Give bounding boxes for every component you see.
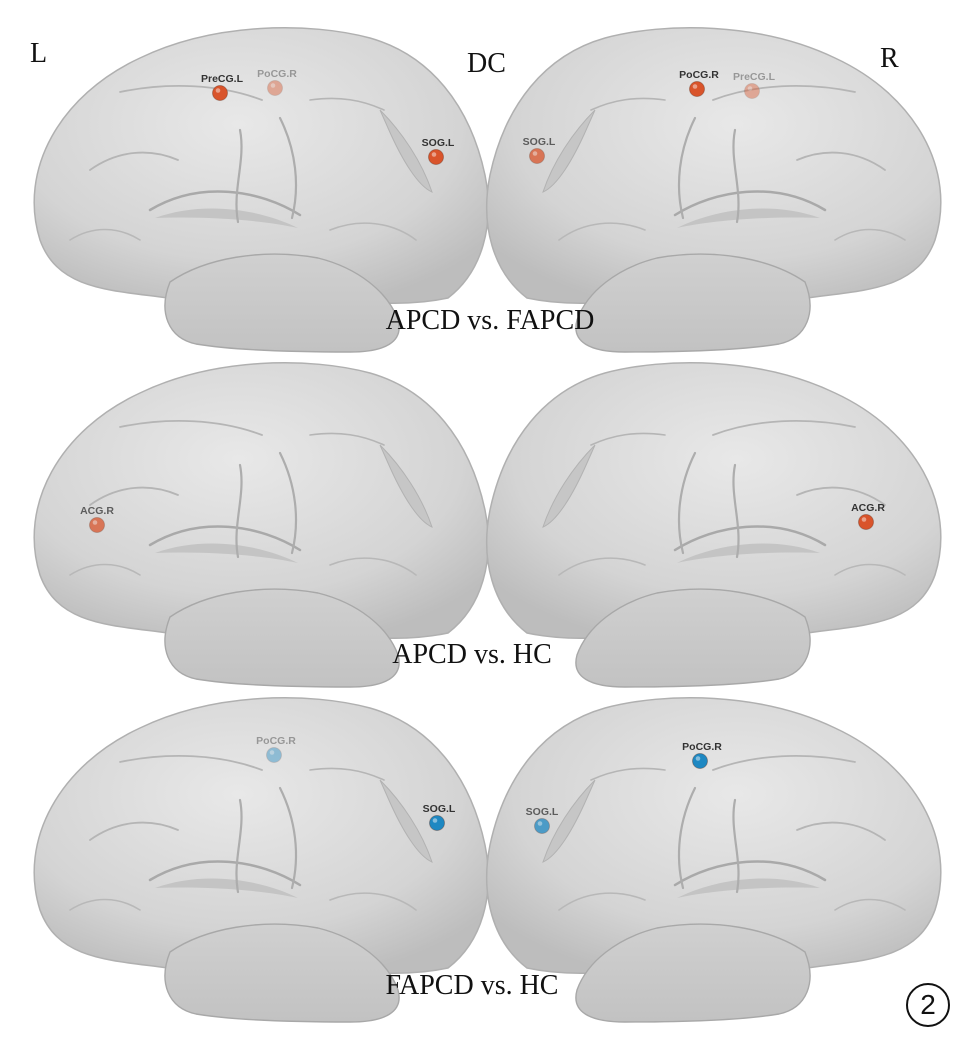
node-marker: [744, 83, 760, 99]
node-label: ACG.R: [80, 505, 114, 517]
node-highlight: [532, 151, 538, 156]
node-highlight: [861, 517, 867, 522]
figure-number-badge: 2: [906, 983, 950, 1027]
node-highlight: [215, 88, 221, 93]
node-marker: [267, 80, 283, 96]
node-highlight: [92, 520, 98, 525]
node-label: PreCG.L: [733, 71, 776, 83]
node-label: SOG.L: [423, 803, 456, 815]
brain-node: ACG.R: [80, 505, 114, 533]
node-label: PoCG.R: [679, 69, 719, 81]
brain-node: SOG.L: [526, 806, 559, 834]
node-label: SOG.L: [523, 136, 556, 148]
brain-node: PoCG.R: [257, 68, 297, 96]
node-marker: [428, 149, 444, 165]
brain-node: PreCG.L: [201, 73, 244, 101]
brain-node: PoCG.R: [682, 741, 722, 769]
node-label: PoCG.R: [256, 735, 296, 747]
brain-node: PoCG.R: [256, 735, 296, 763]
right-hemisphere-label: R: [880, 43, 899, 74]
node-label: ACG.R: [851, 502, 885, 514]
node-highlight: [747, 86, 753, 91]
node-label: PoCG.R: [682, 741, 722, 753]
node-label: PoCG.R: [257, 68, 297, 80]
node-highlight: [270, 83, 276, 88]
panel-caption: APCD vs. HC: [392, 639, 552, 670]
panel-caption: APCD vs. FAPCD: [385, 305, 595, 336]
panel-caption: FAPCD vs. HC: [385, 970, 559, 1001]
node-highlight: [692, 84, 698, 89]
left-hemisphere-label: L: [30, 38, 48, 69]
brain-node: PreCG.L: [733, 71, 776, 99]
brain-node: SOG.L: [523, 136, 556, 164]
node-marker: [858, 514, 874, 530]
condition-label: DC: [467, 48, 506, 79]
node-marker: [689, 81, 705, 97]
node-layer: PreCG.L PoCG.R SOG.L PoCG.R PreCG.L SOG.L ACG.…: [80, 68, 885, 834]
node-marker: [529, 148, 545, 164]
node-marker: [89, 517, 105, 533]
node-marker: [692, 753, 708, 769]
node-label: SOG.L: [526, 806, 559, 818]
brain-node: ACG.R: [851, 502, 885, 530]
node-highlight: [537, 821, 543, 826]
brain-node: SOG.L: [422, 137, 455, 165]
brain-node: SOG.L: [423, 803, 456, 831]
brain-node: PoCG.R: [679, 69, 719, 97]
node-label: SOG.L: [422, 137, 455, 149]
node-highlight: [269, 750, 275, 755]
node-label: PreCG.L: [201, 73, 244, 85]
node-marker: [429, 815, 445, 831]
node-marker: [212, 85, 228, 101]
node-marker: [534, 818, 550, 834]
node-highlight: [695, 756, 701, 761]
node-marker: [266, 747, 282, 763]
node-highlight: [431, 152, 437, 157]
node-highlight: [432, 818, 438, 823]
